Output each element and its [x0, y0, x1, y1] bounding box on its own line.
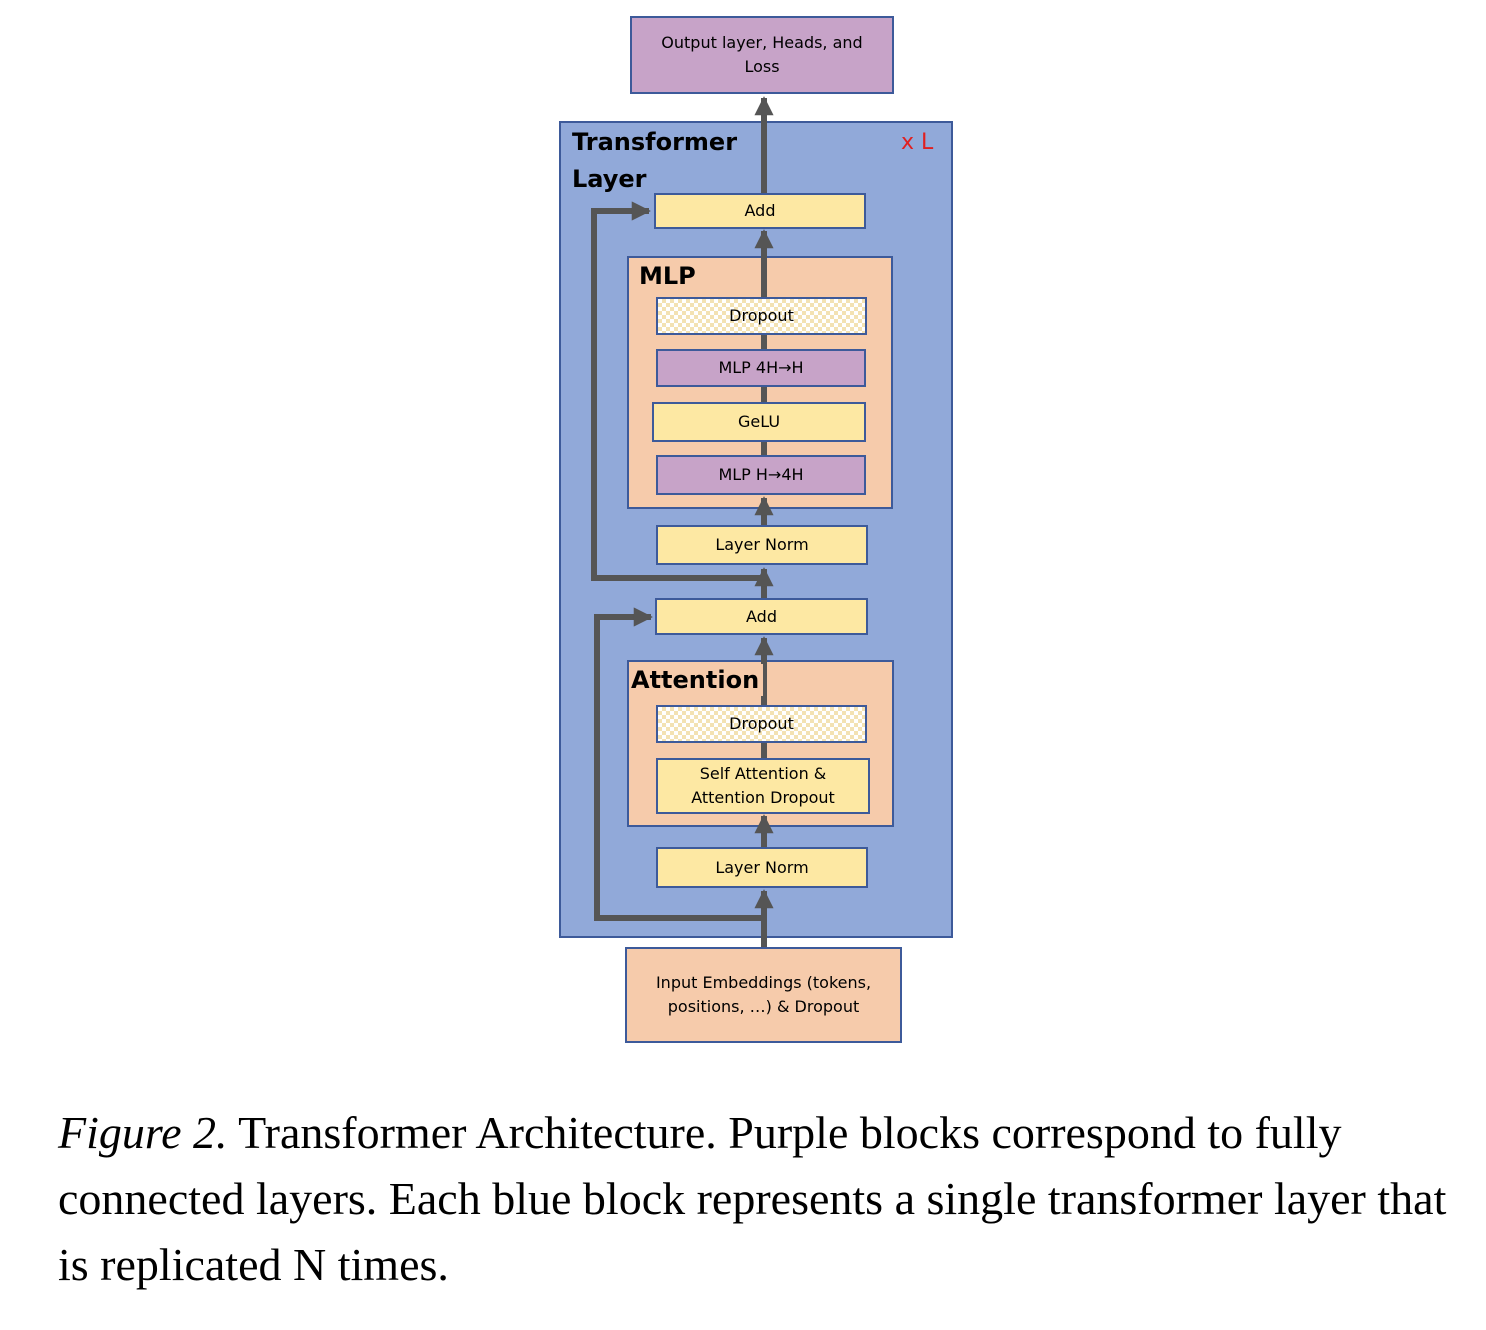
- attention-dropout-box: Dropout: [656, 705, 867, 743]
- figure-caption: Figure 2. Transformer Architecture. Purp…: [58, 1100, 1478, 1298]
- mlp-4h-to-h-box: MLP 4H→H: [656, 349, 866, 387]
- residual-arrow-2: [591, 201, 764, 581]
- add-box-middle: Add: [655, 598, 868, 635]
- residual-arrow-1: [594, 607, 764, 921]
- input-embeddings-box: Input Embeddings (tokens, positions, …) …: [625, 947, 902, 1043]
- repeat-count-label: x L: [901, 130, 934, 155]
- transformer-layer-title: Transformer Layer: [572, 128, 738, 193]
- mlp-h-to-4h-box: MLP H→4H: [656, 455, 866, 495]
- add-box-top: Add: [654, 193, 866, 229]
- mlp-dropout-box: Dropout: [656, 297, 867, 335]
- caption-text: Transformer Architecture. Purple blocks …: [58, 1107, 1447, 1290]
- gelu-box: GeLU: [652, 402, 866, 442]
- output-layer-box: Output layer, Heads, and Loss: [630, 16, 894, 94]
- mlp-title: MLP: [639, 262, 696, 290]
- layer-norm-box-1: Layer Norm: [656, 847, 868, 888]
- self-attention-box: Self Attention & Attention Dropout: [656, 758, 870, 814]
- layer-norm-box-2: Layer Norm: [656, 525, 868, 565]
- figure-label: Figure 2.: [58, 1107, 228, 1158]
- attention-title: Attention: [629, 664, 764, 696]
